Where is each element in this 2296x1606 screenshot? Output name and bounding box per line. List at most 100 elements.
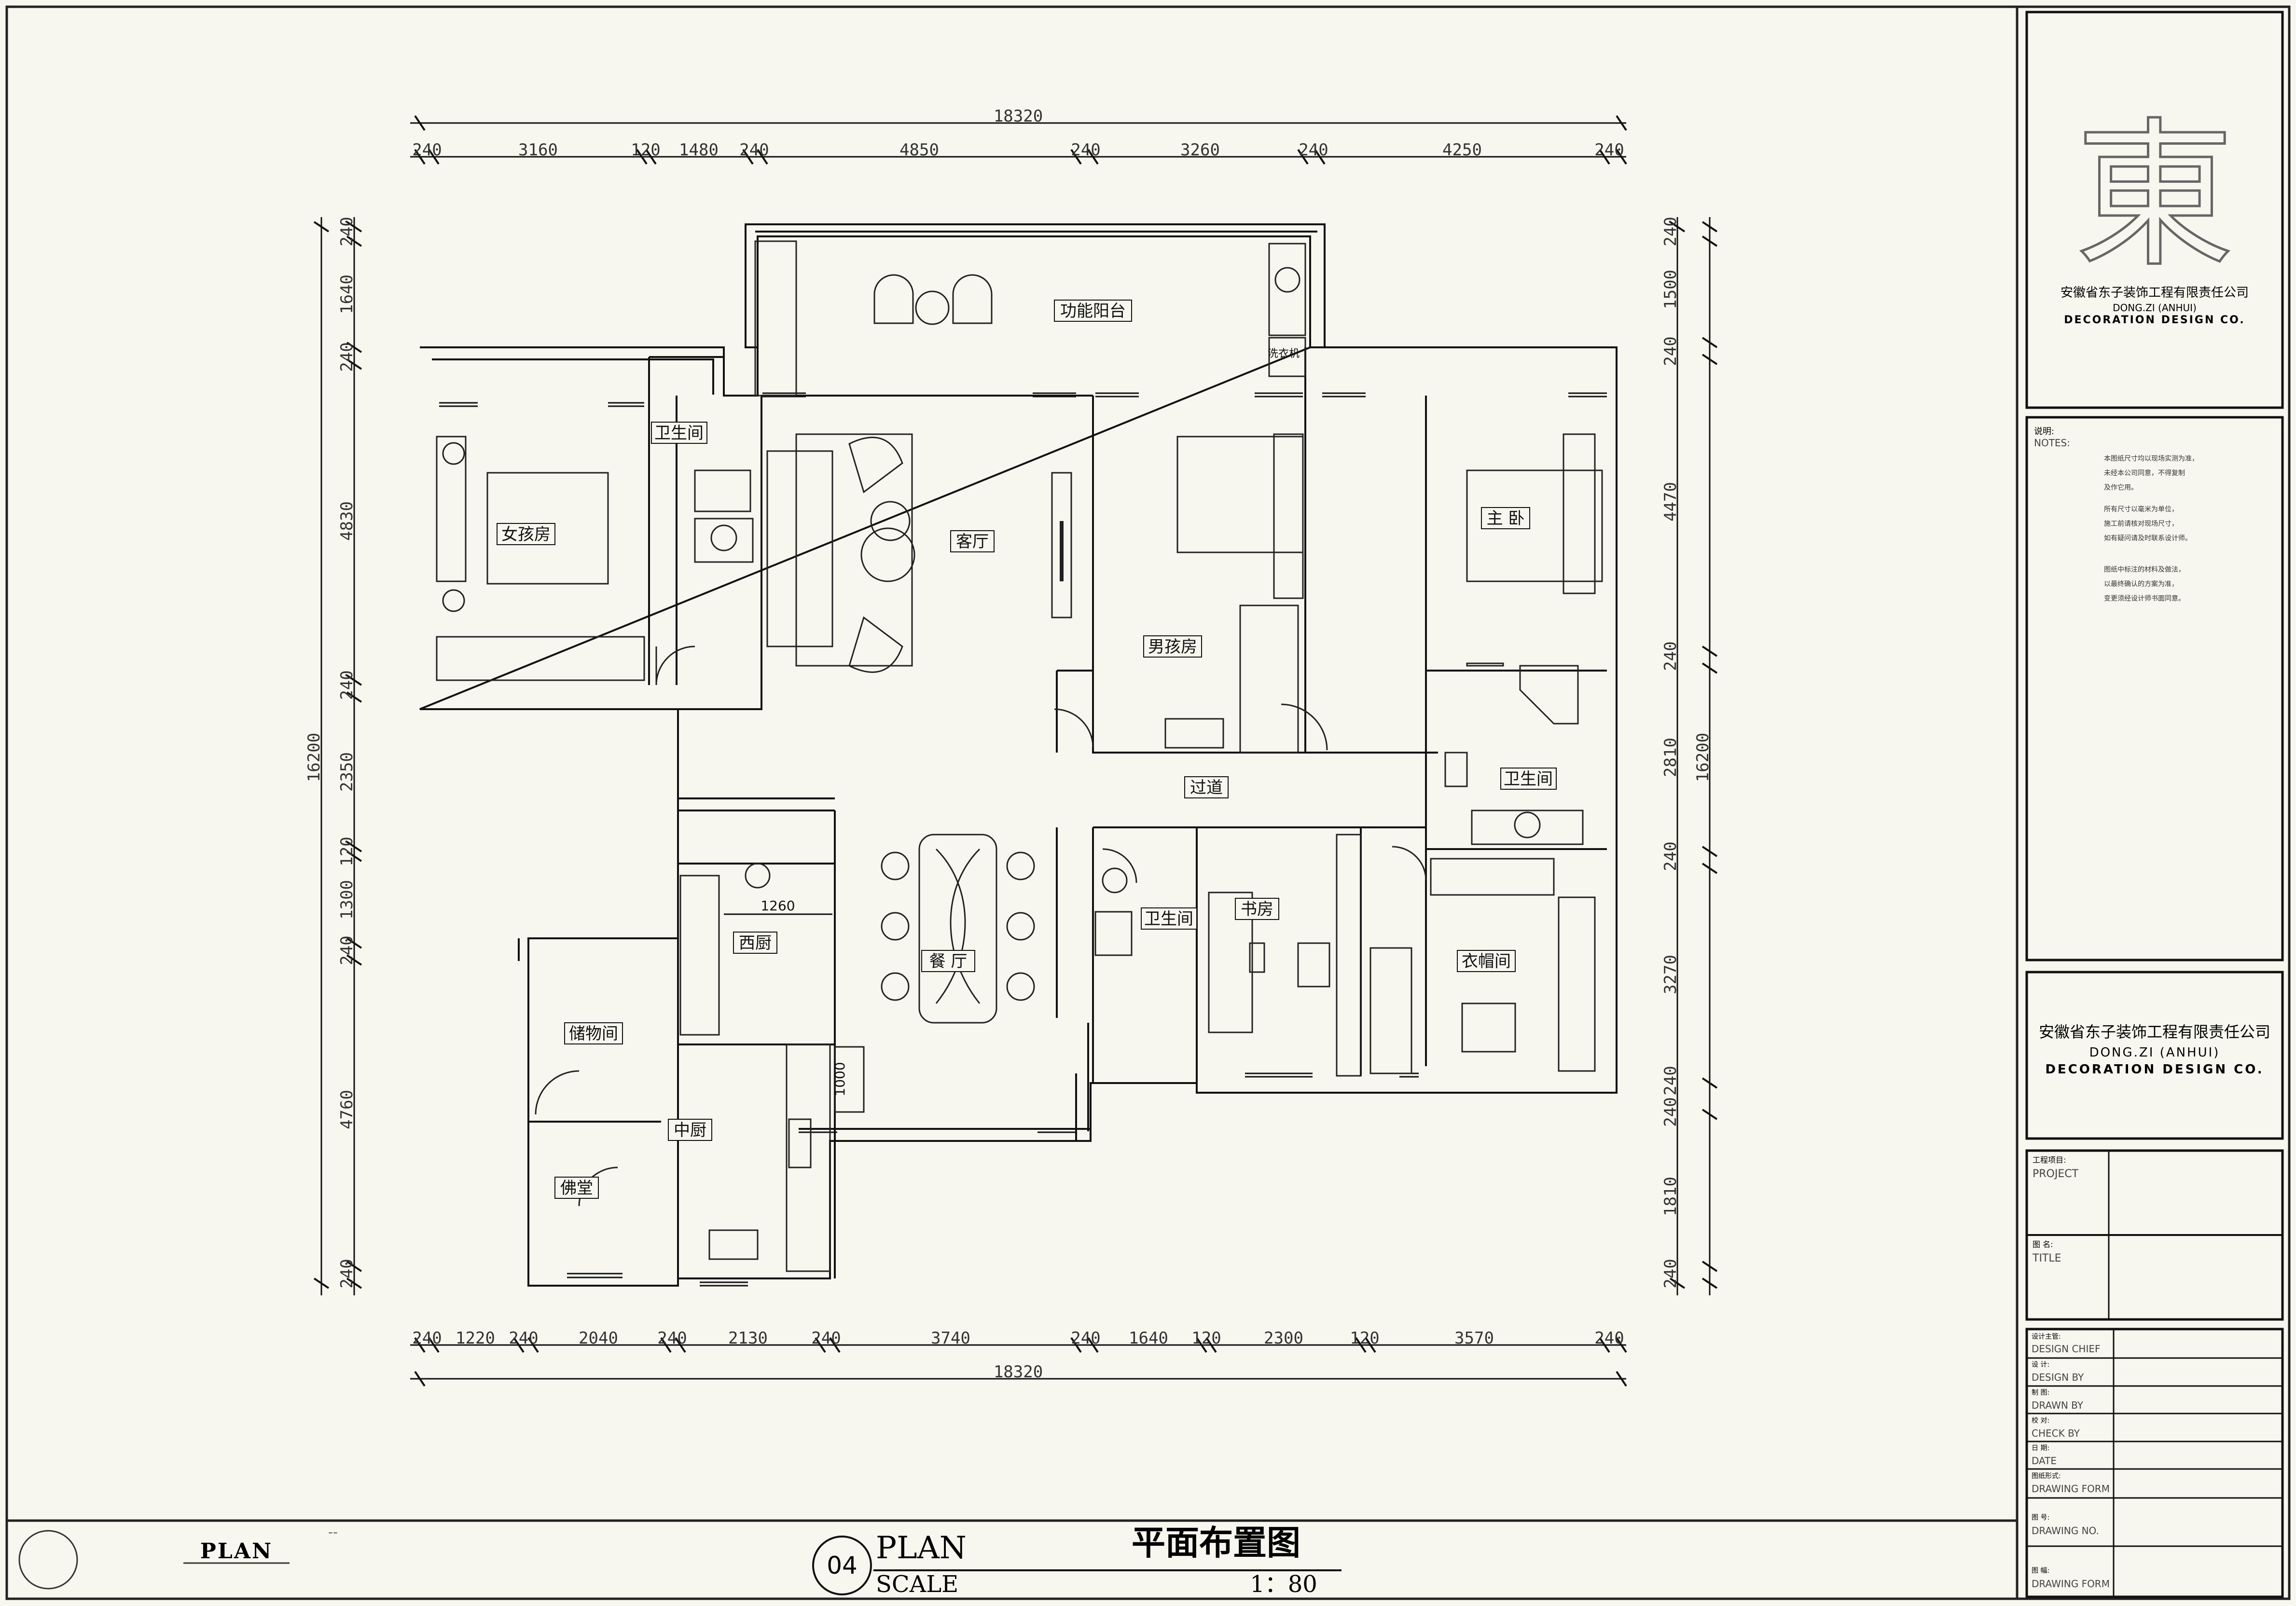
notes-label-cn: 说明: (2034, 426, 2054, 437)
dim-bottom: 240 (1594, 1329, 1624, 1348)
label-corridor: 过道 (1190, 778, 1223, 797)
dim-right: 2810 (1661, 738, 1680, 777)
row-form-cn: 图纸形式: (2032, 1472, 2061, 1480)
dim-total-right: 16200 (1693, 733, 1713, 782)
row-check-en: CHECK BY (2032, 1428, 2080, 1439)
dim-left: 240 (337, 1259, 357, 1288)
dim-bottom: 3740 (931, 1329, 970, 1348)
dim-right: 4470 (1661, 482, 1680, 522)
label-shrine: 佛堂 (560, 1179, 593, 1198)
note-line: 变更须经设计师书面同意。 (2104, 594, 2185, 603)
label-bath3: 卫生间 (1144, 909, 1193, 929)
dim-left: 240 (337, 670, 357, 700)
row-number-cn: 图 号: (2032, 1514, 2049, 1522)
scale-value: 1：80 (1250, 1571, 1317, 1598)
note-line: 本图纸尺寸均以现场实测为准， (2104, 455, 2199, 463)
dim-bottom: 120 (1191, 1329, 1221, 1348)
dim-top: 120 (631, 140, 660, 160)
company-name-en2: DECORATION DESIGN CO. (2064, 314, 2245, 326)
dim-left: 4760 (337, 1090, 357, 1129)
note-line: 施工前请核对现场尺寸， (2104, 520, 2178, 528)
dim-top: 240 (1594, 140, 1624, 160)
dim-right: 240 (1661, 1097, 1680, 1126)
label-study: 书房 (1241, 900, 1273, 919)
dim-left: 240 (337, 342, 357, 371)
dim-right: 240 (1661, 217, 1680, 246)
label-storage: 储物间 (569, 1024, 618, 1043)
furniture (436, 240, 1603, 1272)
row-title-cn: 图 名: (2033, 1240, 2053, 1249)
note-line: 及作它用。 (2104, 483, 2138, 492)
dim-bottom: 3570 (1454, 1329, 1494, 1348)
walls (419, 223, 1618, 1287)
label-girls-room: 女孩房 (501, 525, 551, 544)
label-bath1: 卫生间 (654, 424, 704, 443)
note-line: 图纸中标注的材料及做法， (2104, 566, 2185, 574)
dim-bottom: 240 (509, 1329, 538, 1348)
row-chief-cn: 设计主管: (2032, 1333, 2061, 1341)
label-master: 主 卧 (1487, 509, 1525, 528)
label-chinese-kitchen: 中厨 (674, 1121, 706, 1140)
row-number-en: DRAWING NO. (2032, 1525, 2099, 1537)
sheet-border (5, 5, 2291, 1600)
note-line: 所有尺寸以毫米为单位， (2104, 505, 2178, 513)
note-line: 如有疑问请及时联系设计师。 (2104, 535, 2192, 542)
row-drawn-en: DRAWN BY (2032, 1400, 2084, 1411)
dim-right: 3270 (1661, 955, 1680, 994)
note-line: 以最终确认的方案为准， (2104, 580, 2178, 588)
dim-total-top: 18320 (994, 107, 1043, 126)
dim-left: 240 (337, 935, 357, 965)
label-bath2: 卫生间 (1504, 769, 1553, 789)
label-washer: 洗衣机 (1268, 348, 1300, 360)
dim-top: 3260 (1180, 140, 1220, 160)
label-counter-dim: 1000 (832, 1062, 848, 1096)
row-chief-en: DESIGN CHIEF (2032, 1343, 2101, 1355)
dim-bottom: 240 (412, 1329, 442, 1348)
company-name-cn: 安徽省东子装饰工程有限责任公司 (2061, 286, 2249, 300)
row-drawn-cn: 制 图: (2032, 1389, 2049, 1397)
company-name-cn-2: 安徽省东子装饰工程有限责任公司 (2039, 1023, 2270, 1041)
dim-right: 240 (1661, 641, 1680, 671)
plan-title-en: PLAN (876, 1530, 967, 1566)
dim-right: 240 (1661, 1259, 1680, 1288)
label-kitchen-dim: 1260 (761, 898, 795, 914)
logo-mark: 東 (2075, 103, 2234, 288)
dim-top: 240 (739, 140, 769, 160)
row-project-cn: 工程项目: (2033, 1155, 2066, 1165)
dim-bottom: 2130 (728, 1329, 768, 1348)
dim-top: 240 (1071, 140, 1100, 160)
dim-bottom: 1640 (1129, 1329, 1168, 1348)
dim-bottom: 2300 (1264, 1329, 1303, 1348)
dim-bottom: 120 (1350, 1329, 1379, 1348)
row-design-en: DESIGN BY (2032, 1372, 2084, 1383)
company-name-en1: DONG.ZI (ANHUI) (2113, 302, 2197, 314)
row-check-cn: 校 对: (2032, 1416, 2049, 1425)
label-living: 客厅 (956, 532, 989, 551)
dimension-texts: 18320 18320 240 3160 120 1480 240 4850 2… (412, 107, 1624, 1382)
dim-top: 240 (1299, 140, 1328, 160)
dim-bottom: 240 (657, 1329, 687, 1348)
window-marks (439, 392, 1607, 1287)
room-labels: 功能阳台 洗衣机 客厅 女孩房 卫生间 男孩房 主 卧 过道 卫生间 餐 厅 西… (497, 300, 1557, 1199)
dim-top: 240 (412, 140, 442, 160)
dim-top: 4250 (1442, 140, 1482, 160)
label-western-kitchen: 西厨 (739, 933, 772, 953)
plan-dash: -- (328, 1524, 338, 1540)
dim-left: 120 (337, 837, 357, 866)
dim-left: 240 (337, 217, 357, 246)
plan-circle-icon (18, 1530, 78, 1590)
dim-left: 1640 (337, 275, 357, 314)
dim-right: 240 (1661, 841, 1680, 871)
dim-left: 4830 (337, 501, 357, 541)
note-line: 未经本公司同意，不得复制 (2104, 469, 2185, 477)
label-balcony: 功能阳台 (1060, 302, 1126, 321)
dim-bottom: 2040 (579, 1329, 618, 1348)
row-form-en: DRAWING FORM (2032, 1483, 2110, 1495)
dim-left: 2350 (337, 752, 357, 792)
company-name-en1-2: DONG.ZI (ANHUI) (2089, 1045, 2220, 1060)
notes-body: 本图纸尺寸均以现场实测为准， 未经本公司同意，不得复制 及作它用。 所有尺寸以毫… (2104, 455, 2199, 603)
dim-left: 1300 (337, 880, 357, 920)
dim-total-left: 16200 (304, 733, 324, 782)
dim-right: 240 (1661, 1066, 1680, 1095)
